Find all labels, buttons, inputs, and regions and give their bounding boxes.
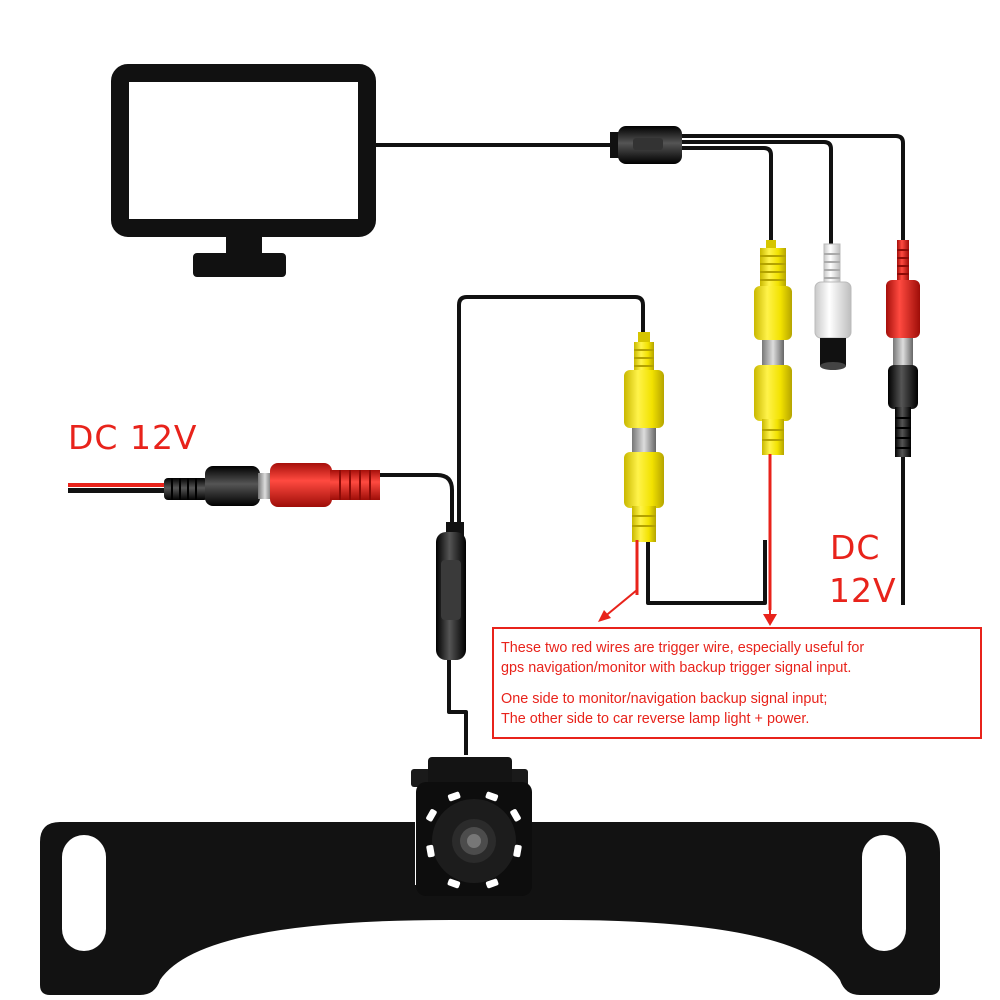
- dc-12v-left-label: DC 12V: [68, 418, 198, 457]
- license-plate-bracket: [40, 822, 940, 995]
- note-line-2: gps navigation/monitor with backup trigg…: [501, 660, 852, 676]
- cable-junction: [436, 522, 466, 660]
- 12v-right-label: 12V: [829, 571, 897, 610]
- rca-yellow-connector: [754, 240, 792, 455]
- power-plug-red: [886, 240, 920, 457]
- trigger-wires: [635, 454, 772, 610]
- dc-barrel-connector: [164, 463, 380, 507]
- rca-camera-video-connector: [624, 332, 664, 542]
- backup-camera: [411, 757, 532, 896]
- dc-right-label: DC: [830, 528, 881, 567]
- trigger-arrows: [598, 589, 777, 626]
- dc-input-lead: [68, 483, 175, 493]
- note-line-3: One side to monitor/navigation backup si…: [501, 691, 828, 707]
- av-splitter-connector: [610, 126, 682, 164]
- note-line-4: The other side to car reverse lamp light…: [501, 711, 810, 727]
- monitor-icon: [111, 64, 376, 277]
- camera-led-ring: [426, 791, 522, 889]
- note-line-1: These two red wires are trigger wire, es…: [501, 640, 865, 656]
- rca-white-connector: [814, 243, 852, 370]
- trigger-wire-note: These two red wires are trigger wire, es…: [492, 627, 982, 739]
